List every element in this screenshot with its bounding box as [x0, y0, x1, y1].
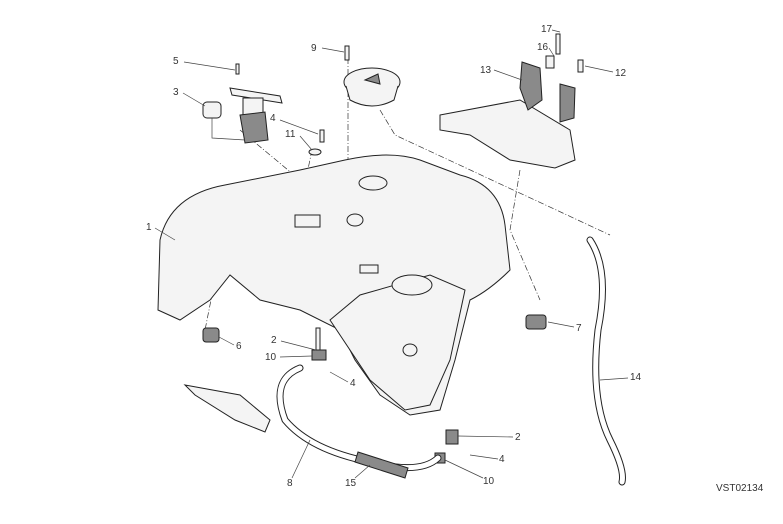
- callout-2: 2: [515, 432, 521, 443]
- callout-7: 7: [576, 323, 582, 334]
- callout-10: 10: [483, 476, 495, 487]
- drawing-code: VST02134: [716, 483, 764, 494]
- leader-lines: [154, 29, 629, 479]
- callout-12: 12: [615, 68, 627, 79]
- callout-13: 13: [480, 65, 492, 76]
- callout-1: 1: [146, 222, 152, 233]
- callout-5: 5: [173, 56, 179, 67]
- fuel-tank: [157, 154, 511, 416]
- callout-4: 4: [499, 454, 505, 465]
- hoses: [276, 236, 626, 486]
- callout-16: 16: [537, 42, 549, 53]
- tank-support-bracket: [439, 33, 584, 169]
- small-parts: [183, 129, 547, 464]
- callout-6: 6: [236, 341, 242, 352]
- callout-10: 10: [265, 352, 277, 363]
- callout-14: 14: [630, 372, 642, 383]
- callout-8: 8: [287, 478, 293, 489]
- callout-labels: 17 16 13 12 9 5 3 4 11 1 6 7 2 10 4 14 2…: [146, 24, 764, 494]
- callout-15: 15: [345, 478, 357, 489]
- callout-3: 3: [173, 87, 179, 98]
- callout-9: 9: [311, 43, 317, 54]
- callout-4: 4: [270, 113, 276, 124]
- callout-11: 11: [285, 129, 296, 140]
- callout-4: 4: [350, 378, 356, 389]
- fuel-pump-assembly: [202, 63, 283, 144]
- fuel-filler-cap: [343, 45, 401, 107]
- callout-17: 17: [541, 24, 553, 35]
- callout-2: 2: [271, 335, 277, 346]
